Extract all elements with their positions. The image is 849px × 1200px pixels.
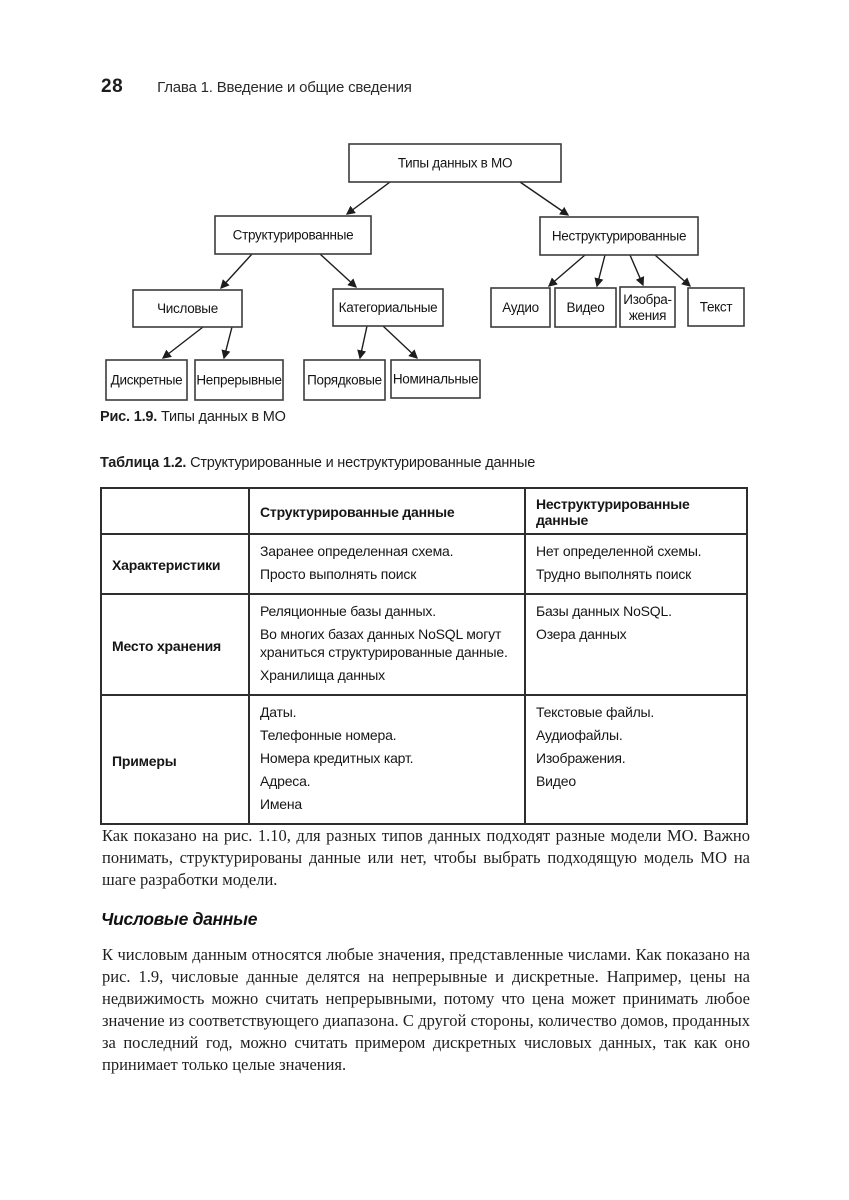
svg-text:Типы данных в МО: Типы данных в МО (398, 156, 512, 171)
svg-text:Порядковые: Порядковые (307, 373, 382, 388)
table-cell-line: Нет определенной схемы. (536, 543, 702, 559)
table-cell-line: Озера данных (536, 626, 627, 642)
diagram-node-video: Видео (554, 287, 617, 328)
table-cell: Нет определенной схемы. Трудно выполнять … (524, 533, 748, 595)
table-cell-line: Трудно выполнять поиск (536, 566, 692, 582)
diagram-edge-numeric-discrete (161, 326, 204, 359)
table-caption-label: Таблица 1.2. (100, 455, 187, 471)
diagram-node-images: Изобра-жения (619, 286, 676, 328)
table-cell-line: Заранее определенная схема. (260, 543, 454, 559)
svg-text:Неструктурированные: Неструктурированные (552, 229, 686, 244)
table-column-header: Структурированные данные (248, 487, 526, 535)
figure-caption-text: Типы данных в МО (160, 409, 286, 425)
diagram-node-discrete: Дискретные (105, 359, 188, 401)
table-cell-line: Телефонные номера. (260, 727, 397, 743)
table-caption: Таблица 1.2. Структурированные и неструк… (100, 455, 750, 471)
page-number: 28 (101, 76, 124, 97)
table-corner-cell (100, 487, 250, 535)
diagram-node-audio: Аудио (490, 287, 551, 328)
table-cell: Текстовые файлы. Аудиофайлы. Изображения. В… (524, 694, 748, 825)
table-row: Место хранения Реляционные базы данных. Во… (100, 593, 748, 696)
svg-text:Дискретные: Дискретные (111, 373, 183, 388)
paragraph-models: Как показано на рис. 1.10, для разных ти… (102, 826, 750, 889)
table-cell-line: Хранилища данных (260, 667, 385, 683)
table-cell-line: Текстовые файлы. (536, 704, 655, 720)
page-header: 28 Глава 1. Введение и общие сведения (101, 76, 749, 98)
data-types-diagram: Типы данных в МО Структурированные Неструк… (88, 140, 758, 406)
table-cell: Реляционные базы данных. Во многих базах … (248, 593, 526, 696)
paragraph-numeric-data: К числовым данным относятся любые значен… (102, 945, 750, 1074)
diagram-edge-numeric-continuous (221, 326, 233, 360)
svg-text:Категориальные: Категориальные (339, 300, 438, 315)
diagram-node-nominal: Номинальные (390, 359, 481, 399)
diagram-edge-unstructured-images (629, 254, 645, 287)
table-cell: Заранее определенная схема. Просто выполн… (248, 533, 526, 595)
table-cell-line: Аудиофайлы. (536, 727, 623, 743)
section-heading-numeric-data: Числовые данные (101, 909, 258, 929)
diagram-edge-categorical-ordinal (357, 325, 368, 360)
diagram-edge-structured-numeric (220, 253, 253, 290)
svg-text:Изобра-жения: Изобра-жения (623, 292, 671, 323)
diagram-edge-unstructured-audio (547, 254, 586, 287)
diagram-node-root: Типы данных в МО (348, 143, 562, 183)
table-row-label: Примеры (100, 694, 250, 825)
table-cell-line: Изображения. (536, 750, 626, 766)
table-cell-line: Базы данных NoSQL. (536, 603, 672, 619)
table-cell-line: Реляционные базы данных. (260, 603, 436, 619)
table-caption-text: Структурированные и неструктурированные … (190, 455, 536, 471)
table-cell-line: Просто выполнять поиск (260, 566, 417, 582)
table-cell-line: Адреса. (260, 773, 311, 789)
svg-text:Структурированные: Структурированные (233, 228, 354, 243)
svg-text:Текст: Текст (700, 300, 733, 315)
table-row: Примеры Даты. Телефонные номера. Номера кре… (100, 694, 748, 825)
figure-caption-label: Рис. 1.9. (100, 409, 158, 425)
table-column-header: Неструктурированные данные (524, 487, 748, 535)
diagram-edge-categorical-nominal (382, 325, 418, 359)
diagram-node-continuous: Непрерывные (194, 359, 284, 401)
diagram-edge-unstructured-video (594, 254, 606, 288)
diagram-edge-structured-categorical (319, 253, 358, 288)
chapter-title: Глава 1. Введение и общие сведения (157, 79, 412, 96)
table-cell-line: Во многих базах данных NoSQL могут храни… (260, 626, 508, 660)
table-row-label: Характеристики (100, 533, 250, 595)
diagram-canvas: Типы данных в МО Структурированные Неструк… (105, 143, 745, 401)
table-cell-line: Даты. (260, 704, 297, 720)
table-row-label: Место хранения (100, 593, 250, 696)
svg-text:Номинальные: Номинальные (393, 372, 478, 387)
diagram-node-ordinal: Порядковые (303, 359, 386, 401)
table-cell: Базы данных NoSQL. Озера данных (524, 593, 748, 696)
table-cell-line: Имена (260, 796, 302, 812)
svg-text:Видео: Видео (567, 300, 605, 315)
diagram-node-structured: Структурированные (214, 215, 372, 255)
figure-caption: Рис. 1.9. Типы данных в МО (100, 409, 750, 425)
diagram-node-text: Текст (687, 287, 745, 327)
table-cell-line: Видео (536, 773, 576, 789)
diagram-node-categorical: Категориальные (332, 288, 444, 327)
diagram-edge-unstructured-text (654, 254, 692, 287)
table-cell: Даты. Телефонные номера. Номера кредитных … (248, 694, 526, 825)
diagram-edge-root-unstructured (519, 181, 570, 216)
table-cell-line: Номера кредитных карт. (260, 750, 414, 766)
svg-text:Непрерывные: Непрерывные (196, 373, 281, 388)
diagram-node-unstructured: Неструктурированные (539, 216, 699, 256)
svg-text:Числовые: Числовые (157, 301, 218, 316)
diagram-node-numeric: Числовые (132, 289, 243, 328)
svg-text:Аудио: Аудио (502, 300, 539, 315)
diagram-edge-root-structured (345, 181, 391, 215)
